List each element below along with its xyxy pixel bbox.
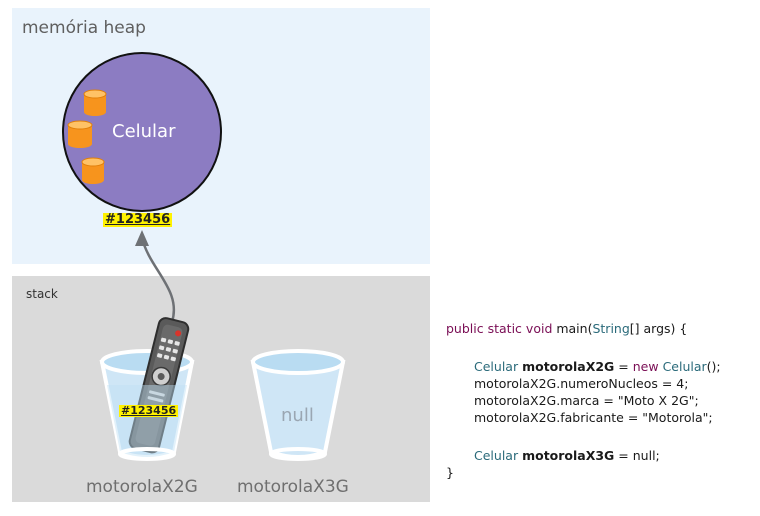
stack-title: stack [26, 287, 58, 301]
stack-region [12, 276, 430, 502]
object-address: #123456 [103, 212, 173, 228]
variable-reference-address: #123456 [119, 404, 179, 418]
code-line-fabricante: motorolaX2G.fabricante = "Motorola"; [474, 410, 713, 425]
cylinder-icon [81, 157, 105, 184]
cup-motorolaX3G [250, 349, 346, 461]
null-value-label: null [281, 405, 314, 426]
cylinder-icon [67, 120, 93, 148]
code-line-declaration-x2g: Celular motorolaX2G = new Celular(); [474, 359, 721, 374]
variable-name-motorolaX3G: motorolaX3G [237, 477, 349, 497]
arrow-head [135, 230, 149, 246]
code-line-numero-nucleos: motorolaX2G.numeroNucleos = 4; [474, 376, 689, 391]
cup-water [107, 385, 187, 457]
heap-title: memória heap [22, 18, 146, 38]
reference-arrow [140, 237, 175, 323]
cylinder-icon [83, 89, 107, 116]
code-line-marca: motorolaX2G.marca = "Moto X 2G"; [474, 393, 699, 408]
code-line-closing-brace: } [446, 465, 454, 480]
code-line-declaration-x3g: Celular motorolaX3G = null; [474, 448, 660, 463]
code-line-signature: public static void main(String[] args) { [446, 321, 688, 336]
variable-name-motorolaX2G: motorolaX2G [86, 477, 198, 497]
object-class-label: Celular [112, 121, 176, 142]
